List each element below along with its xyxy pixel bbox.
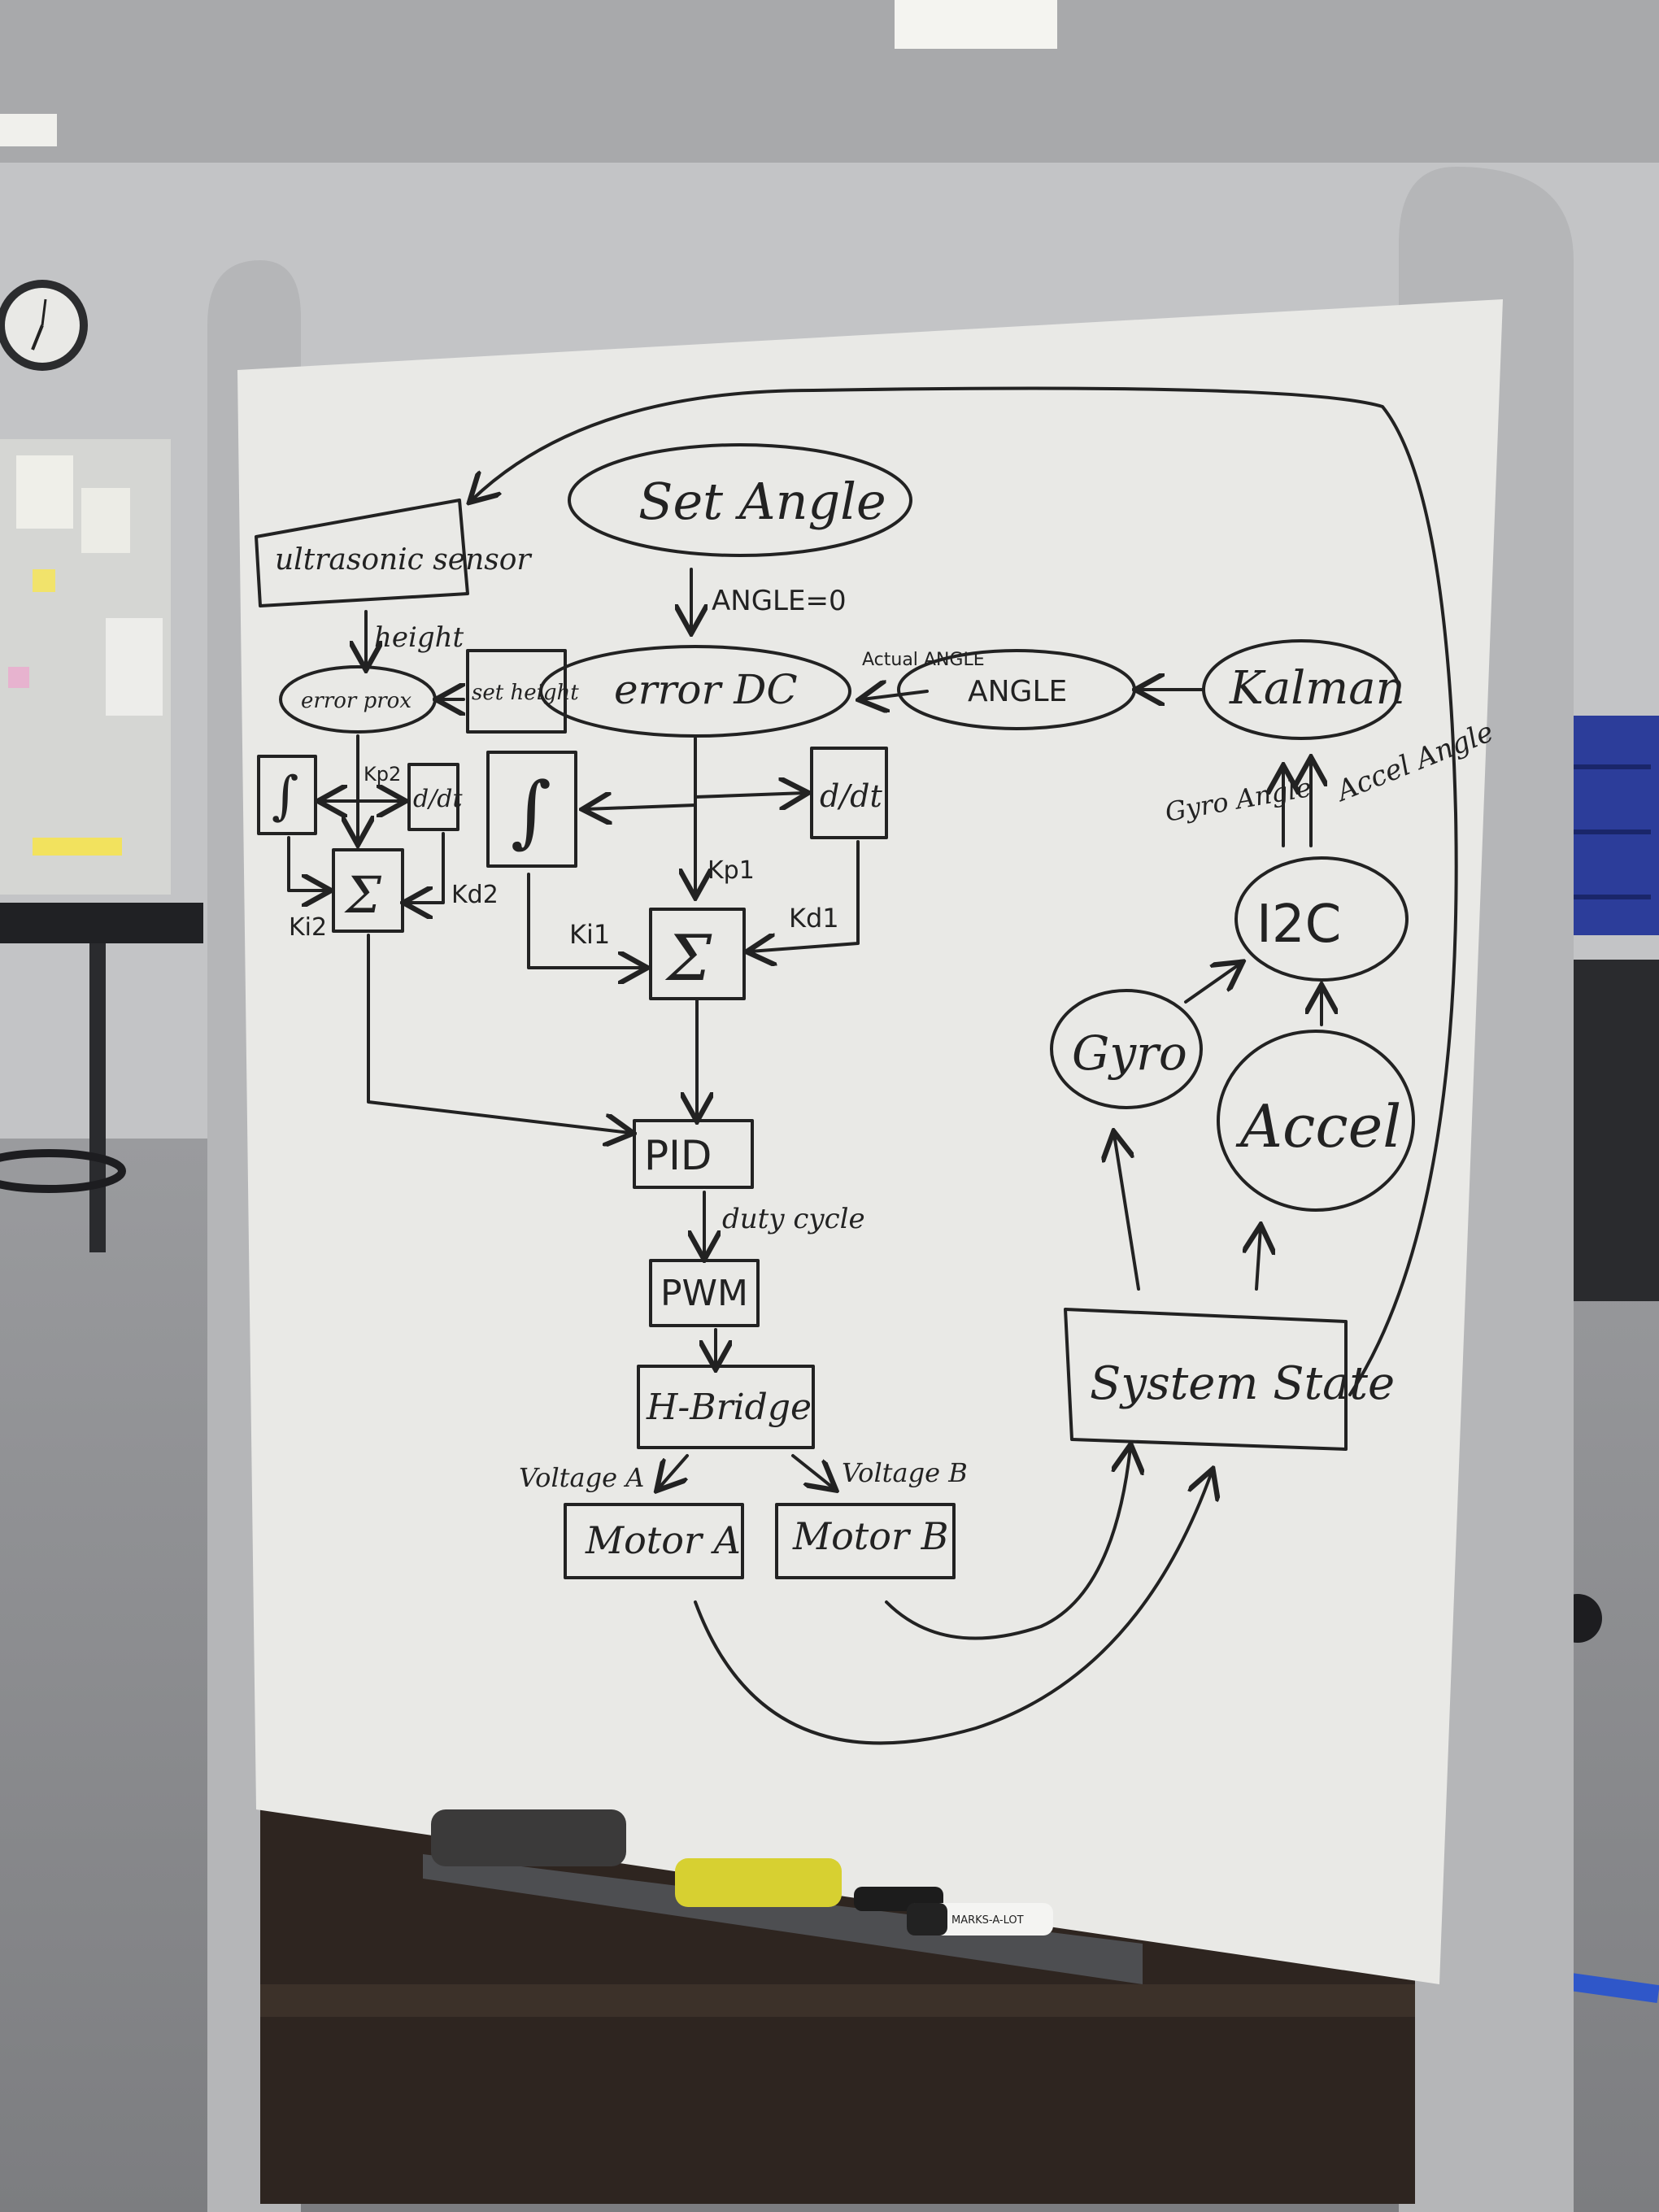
angle-zero-label: ANGLE=0: [712, 585, 847, 617]
i2c-label: I2C: [1256, 895, 1341, 955]
derivative-1-symbol: d/dt: [820, 778, 882, 814]
ultrasonic-sensor-box: [255, 499, 469, 607]
ceiling-light-left: [0, 114, 57, 146]
derivative-box-2: [407, 763, 459, 831]
feedback-loop-arrow: [472, 386, 1458, 1396]
error-prox-label: error prox: [301, 689, 411, 713]
pwm-box: [649, 1259, 760, 1327]
derivative-2-symbol: d/dt: [413, 785, 464, 813]
ki1-label: Ki1: [569, 919, 610, 950]
kp1-label: Kp1: [708, 856, 755, 885]
voltage-a-label: Voltage A: [519, 1462, 644, 1493]
hbridge-box: [637, 1365, 815, 1449]
set-height-label: set height: [472, 681, 579, 705]
system-state-label: System State: [1090, 1357, 1395, 1410]
error-dc-node: [539, 645, 851, 738]
motor-b-box: [775, 1503, 956, 1579]
error-dc-label: error DC: [614, 666, 798, 713]
marker-brand-label: MARKS-A-LOT: [951, 1914, 1024, 1927]
motor-a-box: [564, 1503, 744, 1579]
kd1-label: Kd1: [789, 903, 839, 934]
sum-1-symbol: Σ: [664, 922, 712, 995]
yellow-eraser: [675, 1858, 842, 1907]
gyro-label: Gyro: [1072, 1025, 1187, 1081]
voltage-b-label: Voltage B: [842, 1457, 968, 1488]
pid-label: PID: [644, 1132, 712, 1179]
accel-label: Accel: [1235, 1092, 1401, 1160]
pwm-label: PWM: [660, 1273, 748, 1314]
gyro-node: [1050, 989, 1203, 1109]
height-label: height: [374, 621, 464, 654]
actual-angle-label: Actual ANGLE: [862, 650, 985, 670]
set-height-box: [466, 649, 567, 734]
accel-node: [1217, 1030, 1415, 1212]
integral-1-symbol: ∫: [511, 765, 551, 856]
ki2-label: Ki2: [289, 913, 327, 942]
sum-2-symbol: Σ: [344, 865, 382, 925]
system-state-box: [1064, 1308, 1348, 1451]
angle-label: ANGLE: [968, 675, 1067, 708]
bulletin-notes: [0, 439, 171, 895]
set-angle-node: [568, 443, 912, 557]
whiteboard-surface: [237, 299, 1503, 1984]
integral-2-symbol: ∫: [272, 766, 298, 826]
ceiling: [0, 0, 1659, 179]
kalman-label: Kalman: [1229, 662, 1405, 715]
pid-box: [633, 1119, 754, 1189]
kd2-label: Kd2: [451, 881, 499, 909]
integral-box-1: [486, 751, 577, 868]
ceiling-light: [895, 0, 1057, 49]
motor-a-label: Motor A: [585, 1518, 741, 1562]
i2c-node: [1234, 856, 1409, 982]
board-eraser: [431, 1809, 626, 1866]
wall-clock: [0, 280, 88, 371]
lab-table: [0, 903, 203, 1252]
diagram-labels: Set Angle ultrasonic sensor height ANGLE…: [272, 472, 1498, 1562]
kp2-label: Kp2: [364, 763, 401, 786]
marker-tray: MARKS-A-LOT: [423, 1809, 1143, 1984]
motor-b-label: Motor B: [792, 1514, 948, 1558]
ultrasonic-label: ultrasonic sensor: [275, 543, 532, 577]
set-angle-label: Set Angle: [638, 472, 886, 531]
duty-cycle-label: duty cycle: [722, 1203, 865, 1235]
control-diagram: [255, 386, 1458, 1745]
hbridge-label: H-Bridge: [646, 1387, 812, 1428]
